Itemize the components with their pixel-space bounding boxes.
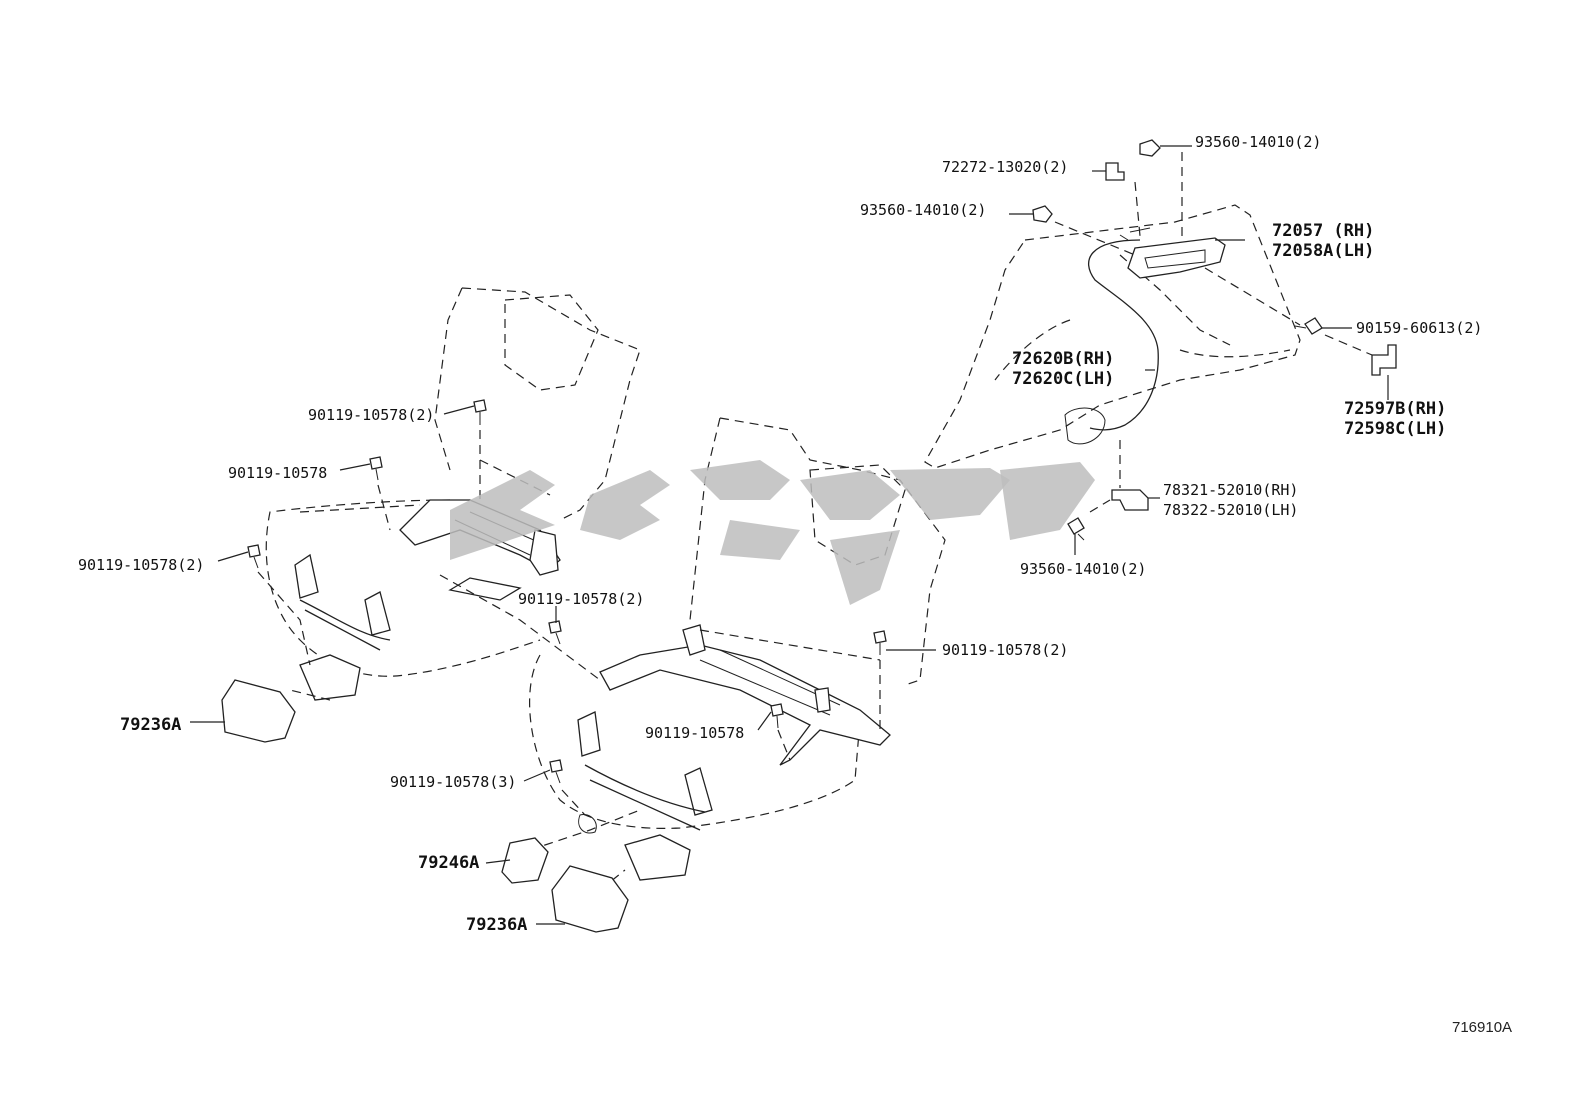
callout-72057-rh: 72057 (RH) <box>1272 221 1374 241</box>
seat-leg-cover-left <box>221 679 296 743</box>
callout-79246a: 79246A <box>418 853 479 873</box>
diagram-reference-code: 716910A <box>1452 1019 1512 1036</box>
callout-labels: 93560-14010(2) 72272-13020(2) 93560-1401… <box>78 133 1482 935</box>
fastener-icons-upper <box>1032 139 1323 541</box>
callout-79236a-upper: 79236A <box>120 715 181 735</box>
seat-leg-cover-right <box>551 865 629 933</box>
callout-78322-52010: 78322-52010(LH) <box>1163 501 1298 519</box>
callout-78321-52010: 78321-52010(RH) <box>1163 481 1298 499</box>
right-seat-frame <box>577 624 891 881</box>
callout-90159-60613: 90159-60613(2) <box>1356 319 1482 337</box>
cover-clip <box>1371 344 1397 376</box>
callout-72620b-rh: 72620B(RH) <box>1012 349 1114 369</box>
callout-72620c-lh: 72620C(LH) <box>1012 369 1114 389</box>
callout-leaders <box>190 145 1389 925</box>
callout-72058a-lh: 72058A(LH) <box>1272 241 1374 261</box>
callout-93560-14010-left: 93560-14010(2) <box>860 201 986 219</box>
callout-93560-14010-top: 93560-14010(2) <box>1195 133 1321 151</box>
callout-90119-10578-f: 90119-10578 <box>645 724 744 742</box>
seat-leg-cover-small <box>501 837 549 884</box>
inside-handle <box>1119 227 1226 279</box>
callout-90119-10578-a: 90119-10578(2) <box>308 406 434 424</box>
callout-90119-10578-b: 90119-10578 <box>228 464 327 482</box>
callout-72597b-rh: 72597B(RH) <box>1344 399 1446 419</box>
quarter-trim-panel <box>924 204 1301 469</box>
callout-90119-10578-d: 90119-10578(2) <box>518 590 644 608</box>
callout-90119-10578-e: 90119-10578(2) <box>942 641 1068 659</box>
left-seat <box>265 287 641 677</box>
callout-93560-14010-bottom: 93560-14010(2) <box>1020 560 1146 578</box>
callout-90119-10578-c: 90119-10578(2) <box>78 556 204 574</box>
callout-90119-10578-g: 90119-10578(3) <box>390 773 516 791</box>
right-seat-bolts <box>549 630 887 784</box>
callout-72272-13020: 72272-13020(2) <box>942 158 1068 176</box>
callout-79236a-lower: 79236A <box>466 915 527 935</box>
striker-bracket <box>1111 489 1149 511</box>
assembly-dash-lines-upper <box>1054 152 1373 513</box>
watermark-logo <box>450 460 1095 605</box>
callout-72598c-lh: 72598C(LH) <box>1344 419 1446 439</box>
release-cable <box>1088 239 1159 431</box>
